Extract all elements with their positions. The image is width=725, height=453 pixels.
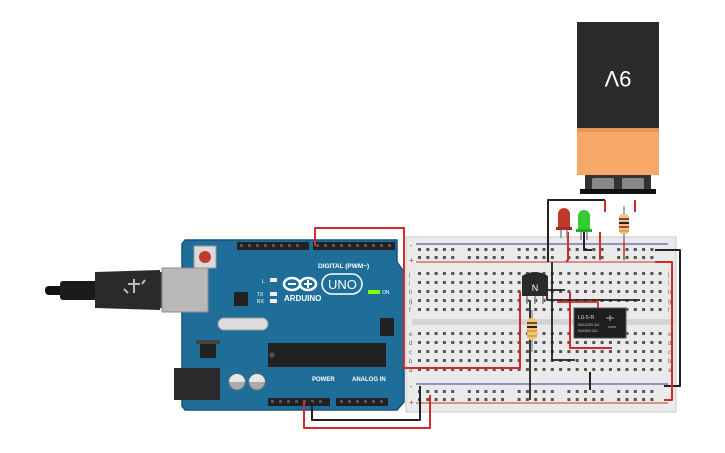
wire-black-relay-left[interactable]	[551, 262, 575, 361]
resistor-top[interactable]	[619, 206, 629, 242]
power-header-label: POWER	[312, 377, 335, 383]
l-label: L	[262, 279, 265, 285]
row-letters-left: j i h g f e d c b a	[408, 272, 413, 374]
svg-text:b: b	[668, 359, 672, 365]
rail-minus-bottom: -	[410, 384, 413, 391]
svg-text:f: f	[668, 308, 670, 314]
svg-text:c: c	[409, 350, 412, 356]
transistor-label: N	[532, 283, 539, 293]
dc-jack	[174, 368, 220, 400]
wire-black-battery[interactable]	[547, 199, 605, 262]
resistor-bottom[interactable]	[527, 310, 537, 352]
svg-text:c: c	[668, 350, 671, 356]
svg-text:i: i	[409, 281, 410, 287]
digital-header-label: DIGITAL (PWM~)	[318, 263, 369, 270]
rail-plus-bottom: +	[409, 398, 414, 407]
battery-terminal-positive	[622, 178, 644, 190]
svg-text:d: d	[409, 341, 412, 347]
relay-line2: 5A/28V DC	[578, 328, 598, 333]
svg-text:h: h	[409, 290, 412, 296]
arduino-brand: ARDUINO	[284, 294, 321, 303]
svg-text:j: j	[667, 272, 669, 278]
transistor-npn[interactable]: N	[522, 272, 548, 304]
svg-text:i: i	[668, 281, 669, 287]
wire-red-coil[interactable]	[557, 301, 599, 310]
svg-text:f: f	[409, 308, 411, 314]
battery-label: 9V	[604, 66, 631, 91]
arduino-logo-icon	[282, 276, 318, 292]
atmega-chip	[268, 343, 386, 367]
led-red[interactable]	[556, 208, 572, 238]
icsp-header	[380, 318, 394, 336]
led-green[interactable]	[576, 210, 592, 240]
svg-text:a: a	[409, 368, 413, 374]
arduino-model: UNO	[328, 277, 357, 292]
uno-badge	[321, 273, 363, 295]
battery-terminal-negative	[592, 178, 614, 190]
wire-black-gnd[interactable]	[311, 386, 421, 421]
usb-b-port	[161, 267, 209, 313]
relay-line1: 5A/125V AC	[578, 322, 600, 327]
wire-black-green-led[interactable]	[583, 232, 592, 251]
svg-text:a: a	[668, 368, 672, 374]
rx-label: RX	[257, 299, 265, 305]
rail-plus-top: +	[409, 256, 414, 265]
wire-red-5v[interactable]	[303, 395, 431, 429]
wire-red-digital[interactable]	[314, 227, 521, 369]
usb-chip	[234, 292, 248, 306]
on-label: ON	[382, 290, 390, 296]
header-analog	[336, 398, 388, 406]
relay-title: LU-5-R	[578, 315, 595, 321]
wires[interactable]	[303, 199, 681, 429]
svg-text:e: e	[409, 332, 413, 338]
relay-symbol-icon	[606, 315, 616, 328]
relay[interactable]: LU-5-R 5A/125V AC 5A/28V DC	[573, 307, 627, 339]
svg-text:g: g	[409, 299, 412, 305]
header-power	[268, 398, 330, 406]
svg-text:d: d	[668, 341, 671, 347]
regulator	[200, 344, 216, 358]
wire-red-relay[interactable]	[569, 292, 612, 349]
svg-text:h: h	[668, 290, 671, 296]
svg-text:j: j	[408, 272, 410, 278]
svg-text:e: e	[668, 332, 672, 338]
usb-icon	[123, 279, 146, 294]
wire-red-led[interactable]	[565, 232, 569, 263]
rail-minus-top: -	[410, 243, 413, 250]
crystal	[217, 317, 269, 331]
row-letters-right: j i h g f e d c b a	[667, 272, 672, 374]
svg-text:g: g	[668, 299, 671, 305]
breadboard[interactable]: - + - + j i h g f e d c b a j i h g f e …	[405, 236, 677, 413]
battery-9v[interactable]: 9V	[577, 22, 659, 194]
on-led	[368, 290, 380, 294]
analog-header-label: ANALOG IN	[352, 377, 386, 383]
header-top-right	[313, 242, 395, 250]
svg-text:b: b	[409, 359, 413, 365]
tx-label: TX	[257, 292, 264, 298]
arduino-uno-board[interactable]: DIGITAL (PWM~) L TX RX ON ARDUINO UNO	[161, 239, 405, 411]
wire-red-right-rail[interactable]	[655, 261, 673, 401]
